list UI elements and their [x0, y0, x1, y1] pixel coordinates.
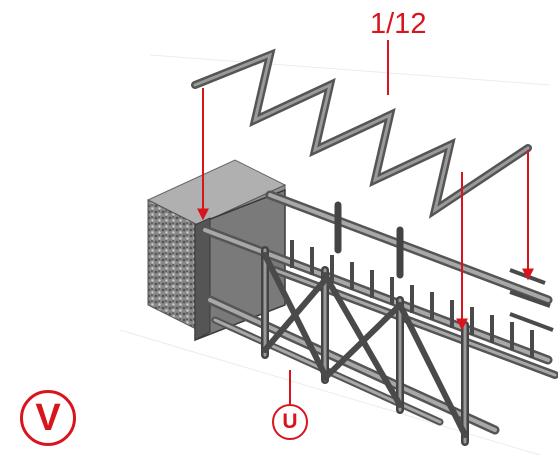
zigzag-link	[191, 48, 532, 219]
placement-arrows	[197, 40, 534, 404]
ladder-reinforcement	[290, 240, 554, 358]
perspective-guides	[119, 54, 551, 456]
part-callout-u: U	[272, 404, 308, 440]
step-counter-label: 1/12	[370, 8, 427, 40]
diagonal-braces	[262, 252, 468, 438]
vertical-posts	[261, 201, 469, 446]
view-badge: V	[20, 390, 76, 446]
